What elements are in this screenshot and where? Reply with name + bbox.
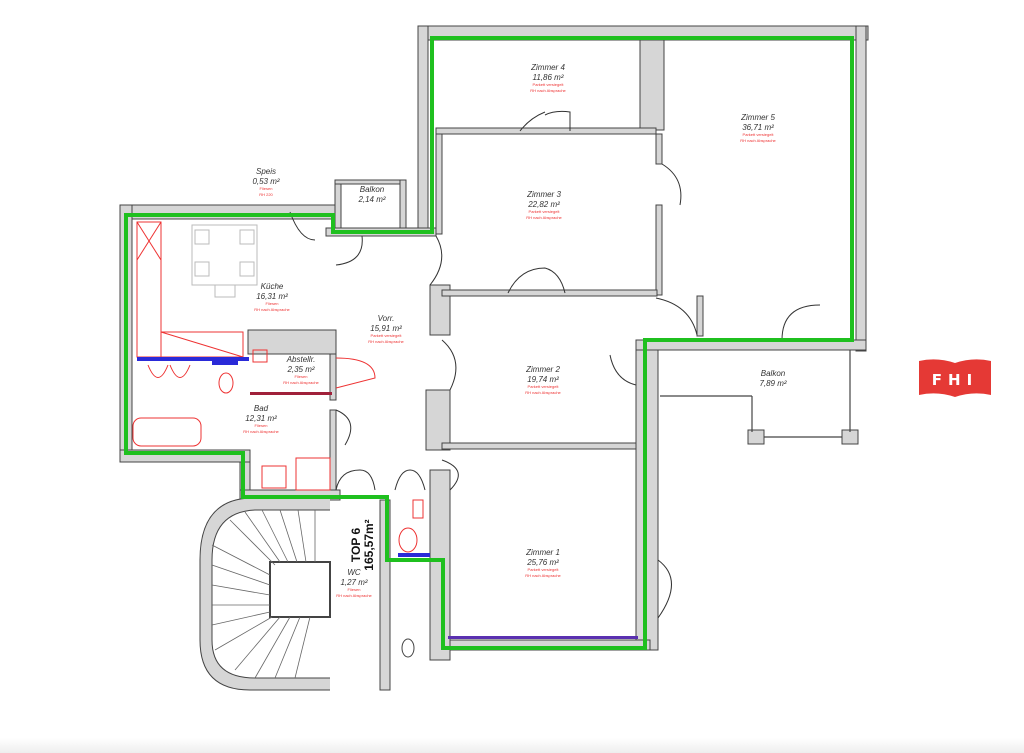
svg-text:Zimmer 1: Zimmer 1 xyxy=(525,548,560,557)
doors xyxy=(289,110,821,619)
svg-text:Vorr.: Vorr. xyxy=(378,314,395,323)
room-zimmer-1: Zimmer 1 25,76 m² Parkett versiegelt RH … xyxy=(525,548,561,578)
svg-text:Zimmer 5: Zimmer 5 xyxy=(740,113,775,122)
svg-text:11,86 m²: 11,86 m² xyxy=(533,73,564,82)
bottom-edge xyxy=(0,738,1024,753)
stairwell xyxy=(199,497,331,691)
svg-text:15,91 m²: 15,91 m² xyxy=(370,324,402,333)
svg-text:Parkett versiegelt: Parkett versiegelt xyxy=(533,82,565,87)
svg-text:Parkett versiegelt: Parkett versiegelt xyxy=(743,132,775,137)
svg-text:Zimmer 3: Zimmer 3 xyxy=(526,190,561,199)
svg-text:1,27 m²: 1,27 m² xyxy=(340,578,367,587)
svg-text:Fliesen: Fliesen xyxy=(348,587,361,592)
svg-text:RH nach Absprache: RH nach Absprache xyxy=(525,390,561,395)
fixtures xyxy=(132,221,638,658)
svg-text:7,89 m²: 7,89 m² xyxy=(759,379,786,388)
room-zimmer-2: Zimmer 2 19,74 m² Parkett versiegelt RH … xyxy=(525,365,561,395)
svg-text:RH nach Absprache: RH nach Absprache xyxy=(525,573,561,578)
svg-text:TOP 6: TOP 6 xyxy=(349,528,363,563)
svg-text:2,35 m²: 2,35 m² xyxy=(286,365,314,374)
svg-text:FHI: FHI xyxy=(932,371,978,389)
svg-text:RH nach Absprache: RH nach Absprache xyxy=(740,138,776,143)
svg-text:Balkon: Balkon xyxy=(360,185,385,194)
apartment-outline xyxy=(124,36,854,650)
room-speis: Speis 0,53 m² Fliesen RH 220 xyxy=(252,167,279,197)
svg-text:Fliesen: Fliesen xyxy=(266,301,279,306)
room-balkon-large: Balkon 7,89 m² xyxy=(759,369,786,388)
svg-text:Zimmer 4: Zimmer 4 xyxy=(530,63,565,72)
svg-text:36,71 m²: 36,71 m² xyxy=(742,123,774,132)
svg-text:16,31 m²: 16,31 m² xyxy=(256,292,288,301)
svg-text:RH nach Absprache: RH nach Absprache xyxy=(336,593,372,598)
svg-text:25,76 m²: 25,76 m² xyxy=(526,558,559,567)
svg-text:WC: WC xyxy=(347,568,361,577)
svg-text:22,82 m²: 22,82 m² xyxy=(527,200,560,209)
room-abstellraum: Abstellr. 2,35 m² Fliesen RH nach Abspra… xyxy=(283,355,319,385)
svg-text:Speis: Speis xyxy=(256,167,276,176)
svg-text:Balkon: Balkon xyxy=(761,369,786,378)
room-bad: Bad 12,31 m² Fliesen RH nach Absprache xyxy=(243,404,279,434)
svg-text:RH nach Absprache: RH nach Absprache xyxy=(530,88,566,93)
svg-text:RH nach Absprache: RH nach Absprache xyxy=(526,215,562,220)
svg-text:RH nach Absprache: RH nach Absprache xyxy=(243,429,279,434)
svg-text:RH nach Absprache: RH nach Absprache xyxy=(283,380,319,385)
fhi-logo: FHI xyxy=(919,359,991,397)
svg-text:RH 220: RH 220 xyxy=(259,192,273,197)
svg-text:Abstellr.: Abstellr. xyxy=(286,355,316,364)
svg-text:Parkett versiegelt: Parkett versiegelt xyxy=(528,567,560,572)
svg-text:Küche: Küche xyxy=(261,282,284,291)
svg-text:Parkett versiegelt: Parkett versiegelt xyxy=(529,209,561,214)
room-zimmer-3: Zimmer 3 22,82 m² Parkett versiegelt RH … xyxy=(526,190,562,220)
room-vorraum: Vorr. 15,91 m² Parkett versiegelt RH nac… xyxy=(368,314,404,344)
svg-text:Parkett versiegelt: Parkett versiegelt xyxy=(371,333,403,338)
svg-text:2,14 m²: 2,14 m² xyxy=(357,195,385,204)
svg-text:0,53 m²: 0,53 m² xyxy=(252,177,279,186)
room-zimmer-5: Zimmer 5 36,71 m² Parkett versiegelt RH … xyxy=(740,113,776,143)
svg-text:RH nach Absprache: RH nach Absprache xyxy=(254,307,290,312)
svg-text:Fliesen: Fliesen xyxy=(295,374,308,379)
svg-text:12,31 m²: 12,31 m² xyxy=(245,414,277,423)
svg-text:Zimmer 2: Zimmer 2 xyxy=(525,365,560,374)
svg-text:19,74 m²: 19,74 m² xyxy=(527,375,559,384)
svg-text:Fliesen: Fliesen xyxy=(255,423,268,428)
svg-text:RH nach Absprache: RH nach Absprache xyxy=(368,339,404,344)
svg-text:Parkett versiegelt: Parkett versiegelt xyxy=(528,384,560,389)
room-wc: WC 1,27 m² Fliesen RH nach Absprache xyxy=(336,568,372,598)
svg-text:Fliesen: Fliesen xyxy=(260,186,273,191)
room-balkon-small: Balkon 2,14 m² xyxy=(357,185,385,204)
unit-label: TOP 6 165,57m² xyxy=(349,519,376,570)
svg-text:Bad: Bad xyxy=(254,404,269,413)
svg-text:165,57m²: 165,57m² xyxy=(362,519,376,570)
room-zimmer-4: Zimmer 4 11,86 m² Parkett versiegelt RH … xyxy=(530,63,566,93)
room-kueche: Küche 16,31 m² Fliesen RH nach Absprache xyxy=(254,282,290,312)
